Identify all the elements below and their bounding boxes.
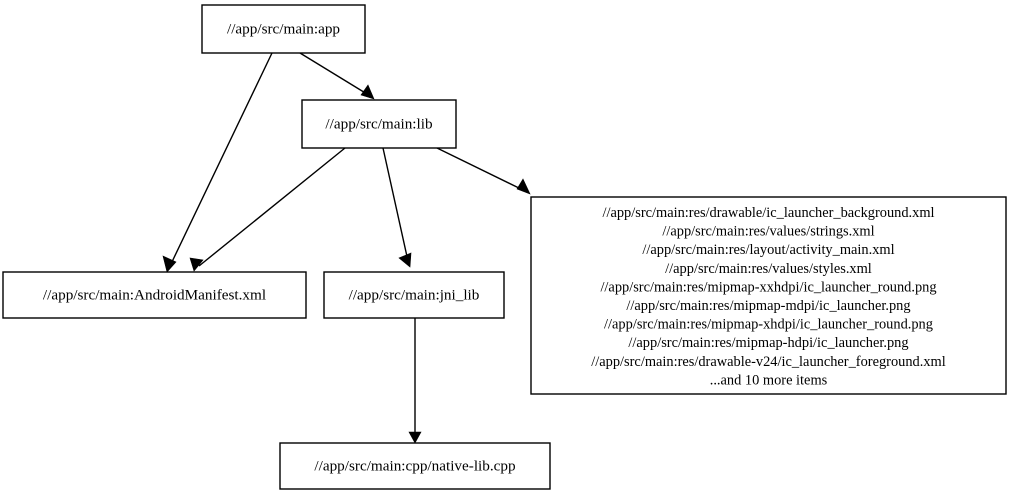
node-label-line: //app/src/main:res/mipmap-xxhdpi/ic_laun… — [600, 279, 936, 295]
graph-edge-lib-to-manifest — [189, 147, 346, 272]
node-label: //app/src/main:lib — [325, 115, 433, 132]
edge-line — [382, 147, 409, 262]
graph-edge-jni-lib-to-native-lib — [408, 318, 422, 444]
graph-node-lib[interactable]: //app/src/main:lib — [301, 99, 457, 149]
arrowhead-icon — [408, 431, 422, 444]
node-box[interactable] — [279, 442, 551, 490]
node-box[interactable] — [301, 99, 457, 149]
graph-edge-lib-to-resources — [436, 147, 531, 195]
node-label: //app/src/main:jni_lib — [349, 286, 480, 303]
node-label-line: //app/src/main:res/mipmap-hdpi/ic_launch… — [628, 335, 908, 351]
node-label-line: ...and 10 more items — [710, 372, 828, 388]
graph-node-resources[interactable]: //app/src/main:res/drawable/ic_launcher_… — [530, 196, 1007, 395]
node-label: //app/src/main:cpp/native-lib.cpp — [314, 457, 515, 474]
node-label-line: //app/src/main:res/mipmap-mdpi/ic_launch… — [626, 298, 910, 314]
arrowhead-icon — [189, 257, 204, 272]
node-box[interactable] — [530, 196, 1007, 395]
node-label-line: //app/src/main:res/layout/activity_main.… — [642, 242, 894, 258]
edge-line — [169, 52, 273, 267]
graph-node-app[interactable]: //app/src/main:app — [201, 4, 366, 54]
arrowhead-icon — [162, 255, 177, 273]
graph-node-jni_lib[interactable]: //app/src/main:jni_lib — [323, 271, 505, 319]
node-label-line: //app/src/main:res/values/styles.xml — [665, 261, 872, 277]
node-label: //app/src/main:app — [227, 20, 340, 37]
node-box[interactable] — [323, 271, 505, 319]
node-layer: //app/src/main:app //app/src/main:lib //ap… — [2, 4, 1007, 490]
graph-edge-lib-to-jni-lib — [382, 147, 412, 268]
edge-line — [198, 147, 346, 267]
arrowhead-icon — [398, 252, 412, 268]
arrowhead-icon — [360, 84, 375, 100]
arrowhead-icon — [516, 178, 531, 195]
node-box[interactable] — [201, 4, 366, 54]
graph-node-manifest[interactable]: //app/src/main:AndroidManifest.xml — [2, 271, 307, 319]
edge-line — [299, 52, 368, 95]
graph-node-native_lib[interactable]: //app/src/main:cpp/native-lib.cpp — [279, 442, 551, 490]
node-label-line: //app/src/main:res/values/strings.xml — [662, 224, 874, 240]
node-label-line: //app/src/main:res/drawable-v24/ic_launc… — [591, 354, 945, 370]
node-label-line: //app/src/main:res/mipmap-xhdpi/ic_launc… — [604, 317, 933, 333]
node-label-line: //app/src/main:res/drawable/ic_launcher_… — [602, 205, 934, 221]
graph-edge-app-to-manifest — [162, 52, 273, 273]
graph-edge-app-to-lib — [299, 52, 375, 100]
edge-layer — [162, 52, 531, 444]
node-label: //app/src/main:AndroidManifest.xml — [43, 286, 266, 303]
node-box[interactable] — [2, 271, 307, 319]
edge-line — [436, 147, 524, 191]
